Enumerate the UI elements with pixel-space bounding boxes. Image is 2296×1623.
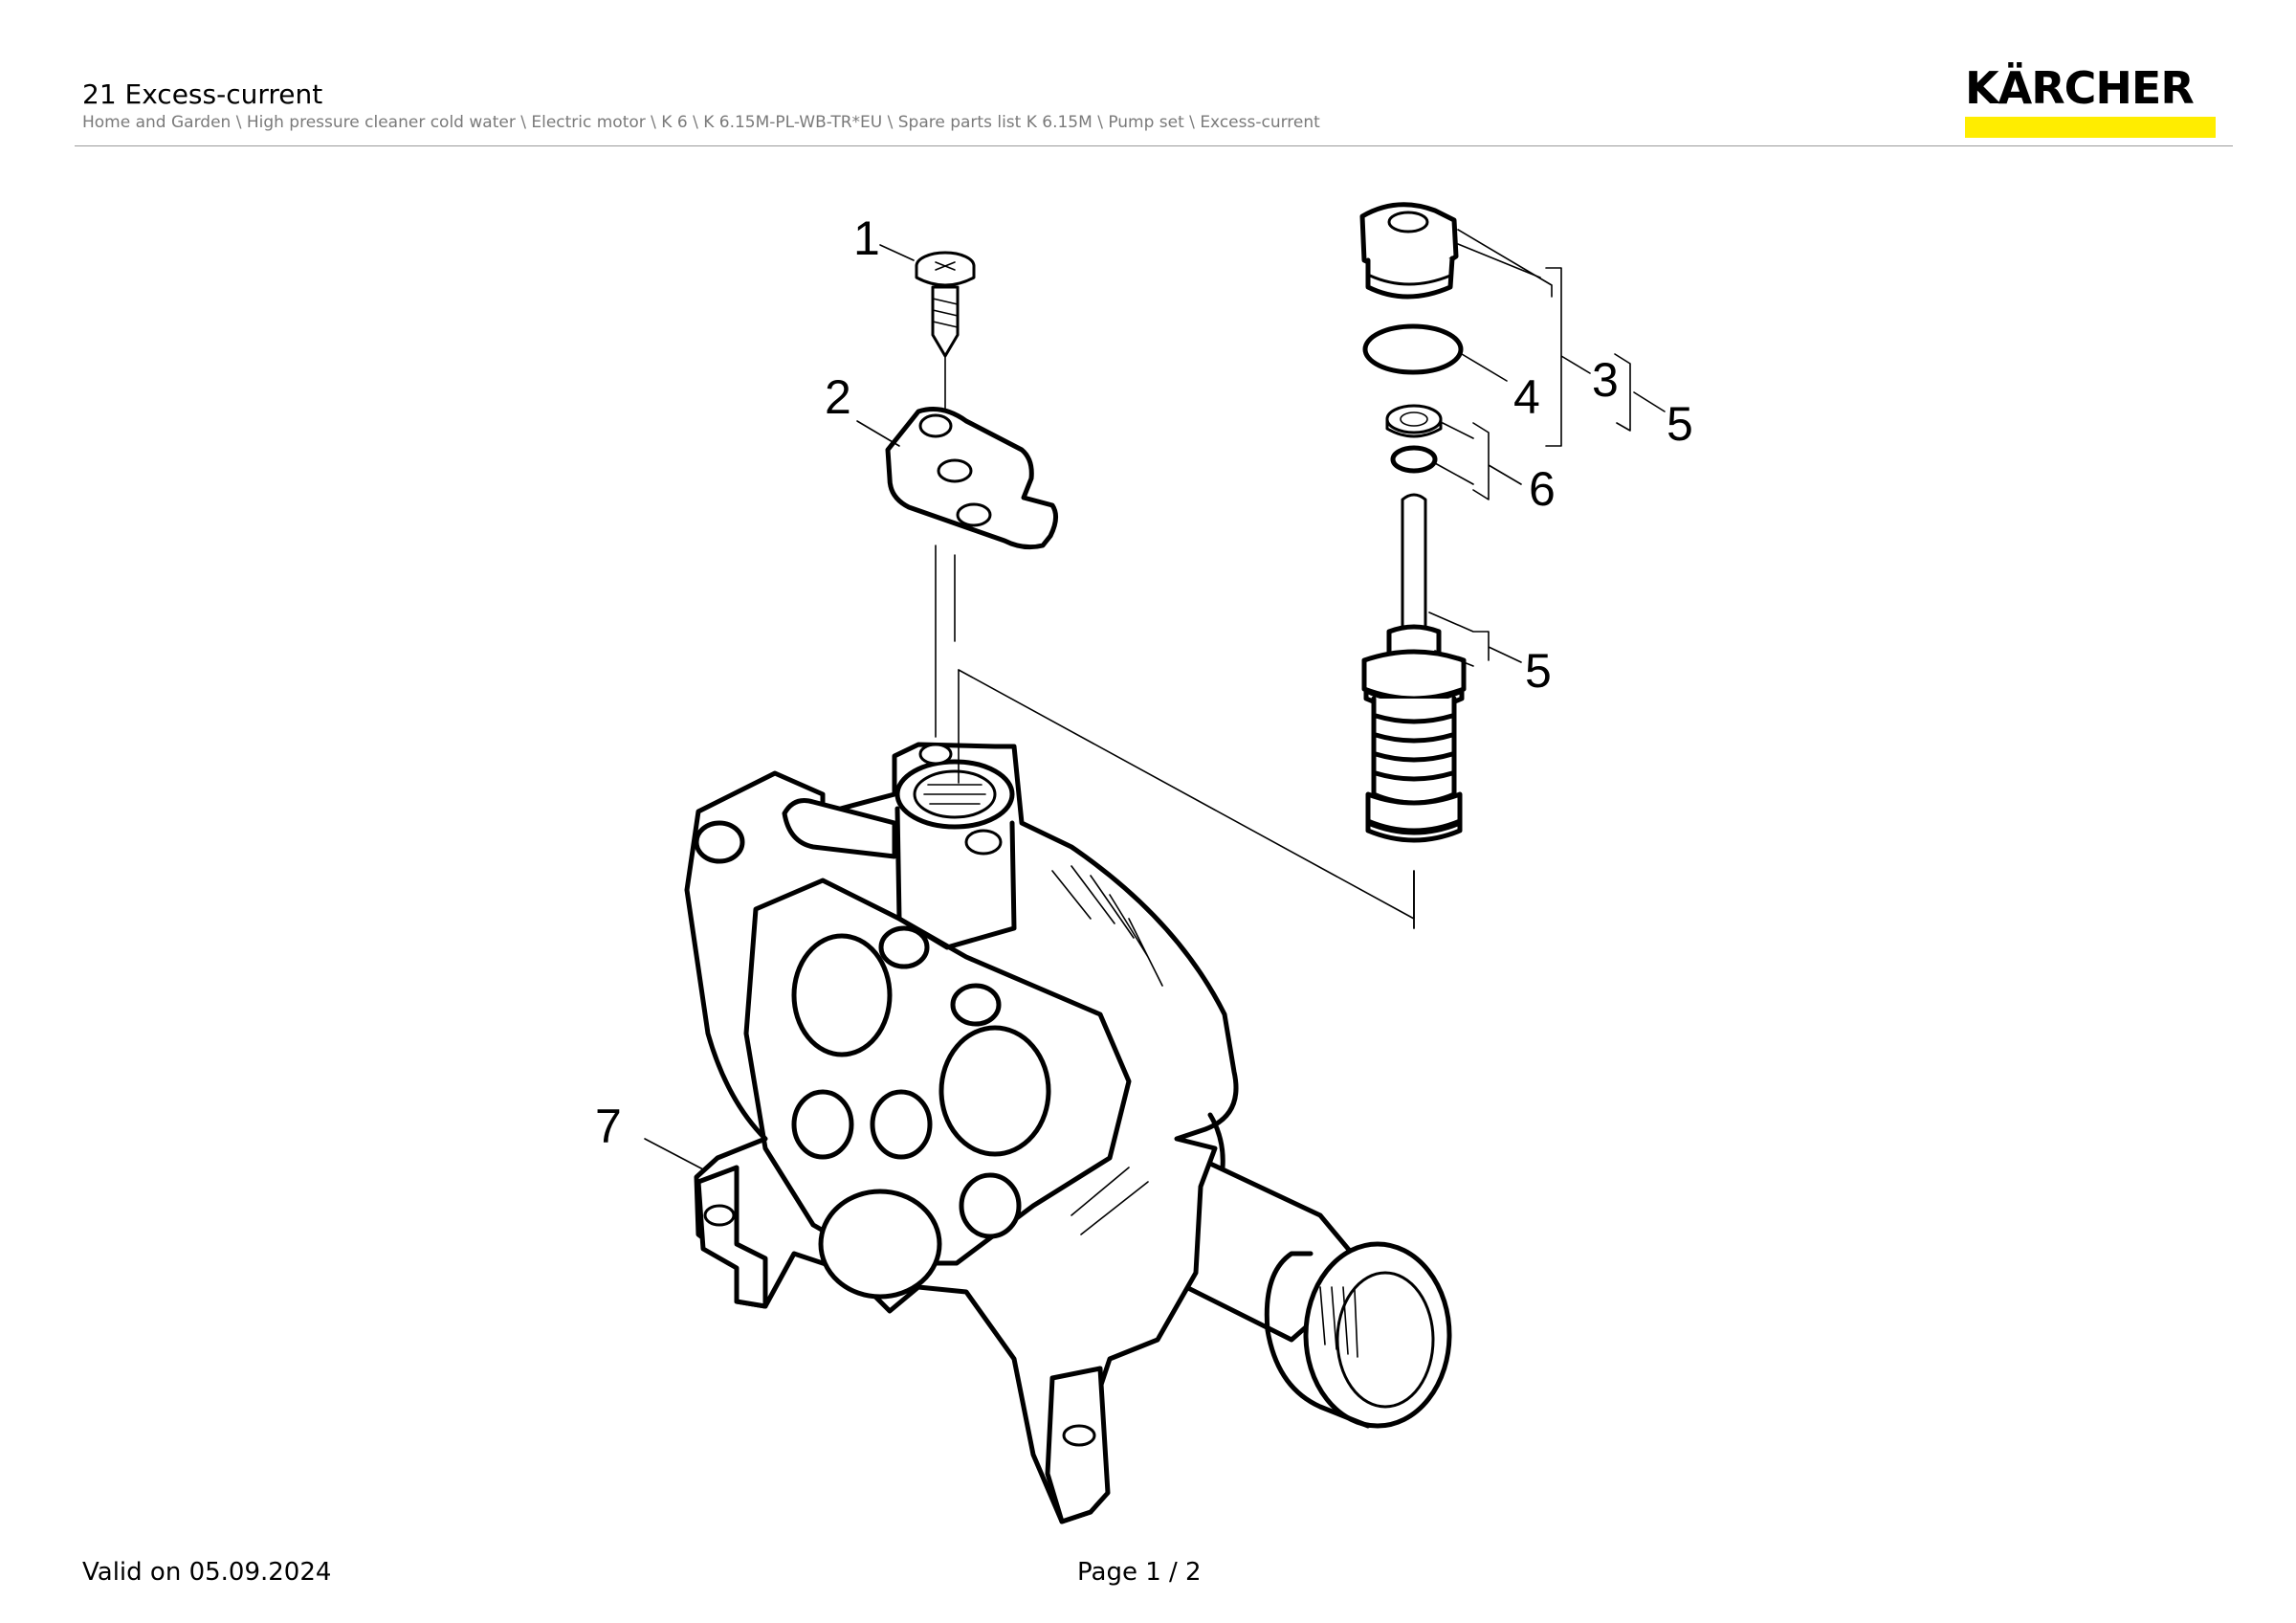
callout-6: 6 <box>1529 462 1556 516</box>
callout-2: 2 <box>825 370 851 424</box>
logo-wordmark: KÄRCHER <box>1965 62 2195 114</box>
part-screw <box>915 251 976 412</box>
bracket-5-top <box>1614 353 1666 432</box>
callout-5-bottom: 5 <box>1525 644 1552 698</box>
page-title: 21 Excess-current <box>82 78 323 110</box>
breadcrumb: Home and Garden \ High pressure cleaner … <box>82 113 1320 132</box>
assembly-lines <box>958 669 1415 929</box>
part-plate <box>885 407 1058 738</box>
part-pump-housing <box>684 742 1452 1524</box>
part-valve-cap <box>1359 202 1553 300</box>
bracket-3 <box>1545 267 1591 447</box>
callout-4: 4 <box>1513 370 1540 424</box>
callout-5-top: 5 <box>1667 397 1693 451</box>
callout-3: 3 <box>1592 353 1619 407</box>
valid-date: Valid on 05.09.2024 <box>82 1558 332 1587</box>
callout-leaders <box>644 244 915 1170</box>
part-small-rings <box>1385 404 1522 500</box>
header-divider <box>75 145 2233 146</box>
callout-1: 1 <box>853 211 880 265</box>
exploded-parts-drawing: 1 2 3 4 5 6 5 7 <box>595 202 1693 1524</box>
logo-yellow-bar <box>1965 117 2216 138</box>
page-number: Page 1 / 2 <box>1077 1558 1202 1587</box>
karcher-logo: KÄRCHER <box>1965 63 2218 138</box>
part-o-ring-large <box>1362 323 1508 382</box>
part-piston-valve <box>1361 493 1522 843</box>
callout-7: 7 <box>595 1100 622 1153</box>
